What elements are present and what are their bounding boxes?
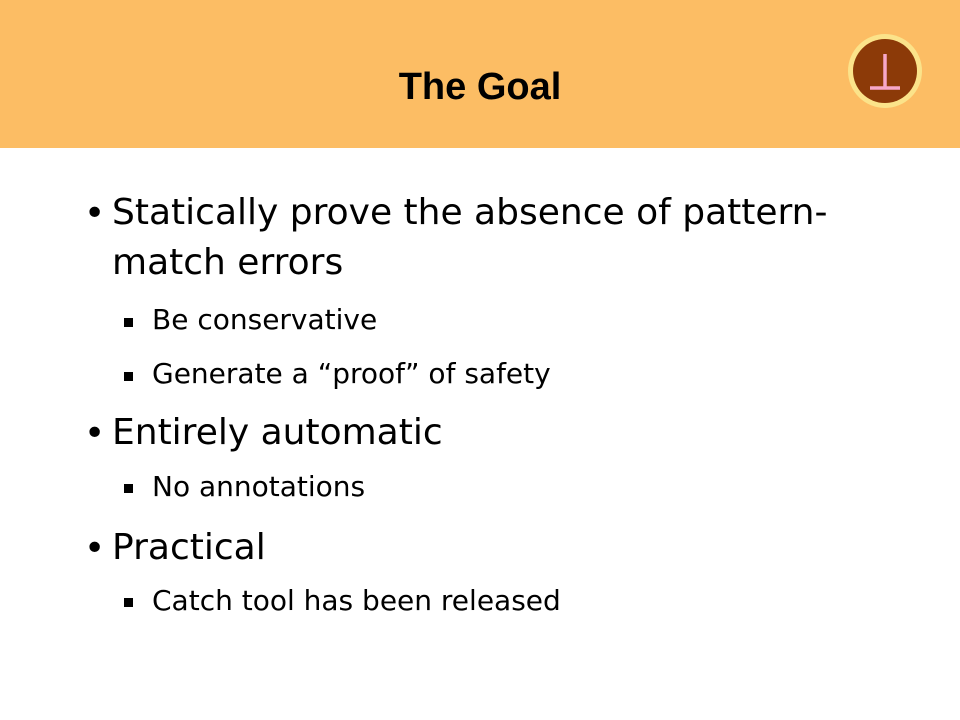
- sub-bullet-marker: [124, 318, 133, 327]
- perpendicular-symbol-icon: [870, 54, 900, 90]
- title-bar: The Goal: [0, 0, 960, 148]
- sub-bullet-marker: [124, 484, 133, 493]
- bullet-text: Entirely automatic: [112, 412, 443, 453]
- sub-bullet-marker: [124, 598, 133, 607]
- sub-bullet-text: Catch tool has been released: [152, 584, 561, 617]
- bullet-marker: •: [84, 193, 106, 234]
- bullet-text: Practical: [112, 527, 266, 568]
- slide-title: The Goal: [398, 66, 562, 108]
- bullet-text: Statically prove the absence of pattern-…: [112, 188, 902, 288]
- sub-bullet-text: Generate a “proof” of safety: [152, 357, 551, 390]
- bullet-marker: •: [84, 528, 106, 569]
- bullet-marker: •: [84, 413, 106, 454]
- bullet-text-line: Statically prove the absence of pattern-: [112, 192, 828, 233]
- logo-badge: [848, 34, 922, 108]
- logo-disc: [853, 39, 917, 103]
- bullet-text-line: match errors: [112, 242, 344, 283]
- sub-bullet-text: No annotations: [152, 470, 366, 503]
- sub-bullet-marker: [124, 372, 133, 381]
- sub-bullet-text: Be conservative: [152, 303, 378, 336]
